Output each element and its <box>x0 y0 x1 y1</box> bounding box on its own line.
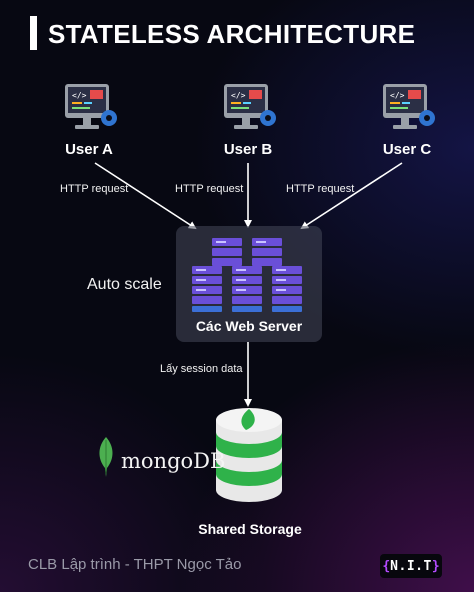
http-request-label-b: HTTP request <box>175 183 244 195</box>
monitor-code-gear-icon: </> <box>65 84 117 129</box>
page-title: STATELESS ARCHITECTURE <box>48 19 416 49</box>
server-rack-icon <box>192 238 302 312</box>
web-server-label: Các Web Server <box>195 318 303 334</box>
session-data-label: Lấy session data <box>160 363 243 375</box>
user-c: </> User C <box>362 82 452 158</box>
monitor-code-gear-icon: </> <box>224 84 276 129</box>
svg-text:</>: </> <box>72 91 87 100</box>
title-accent-bar <box>30 16 37 50</box>
mongodb-logo-text: mongoDB <box>121 449 226 473</box>
user-a: </> User A <box>44 82 134 158</box>
user-b: </> User B <box>203 82 293 158</box>
arrow-user-a-to-server <box>94 162 197 230</box>
user-label: User A <box>65 141 113 158</box>
brand-logo: { N.I.T } <box>380 554 442 578</box>
shared-storage-label: Shared Storage <box>198 521 302 537</box>
footer-credit: CLB Lập trình - THPT Ngọc Tảo <box>28 556 242 573</box>
mongodb-leaf-icon <box>99 437 113 477</box>
svg-text:</>: </> <box>390 91 405 100</box>
autoscale-label: Auto scale <box>87 276 162 293</box>
arrow-user-c-to-server <box>300 162 403 230</box>
http-request-label-a: HTTP request <box>60 183 129 195</box>
database-stack-icon <box>216 408 282 502</box>
brand-brace-close: } <box>431 558 440 574</box>
brand-brace-open: { <box>382 558 391 574</box>
monitor-code-gear-icon: </> <box>383 84 435 129</box>
http-request-label-c: HTTP request <box>286 183 355 195</box>
user-label: User C <box>382 141 432 158</box>
brand-text: N.I.T <box>390 558 432 574</box>
svg-text:</>: </> <box>231 91 246 100</box>
user-label: User B <box>223 141 273 158</box>
